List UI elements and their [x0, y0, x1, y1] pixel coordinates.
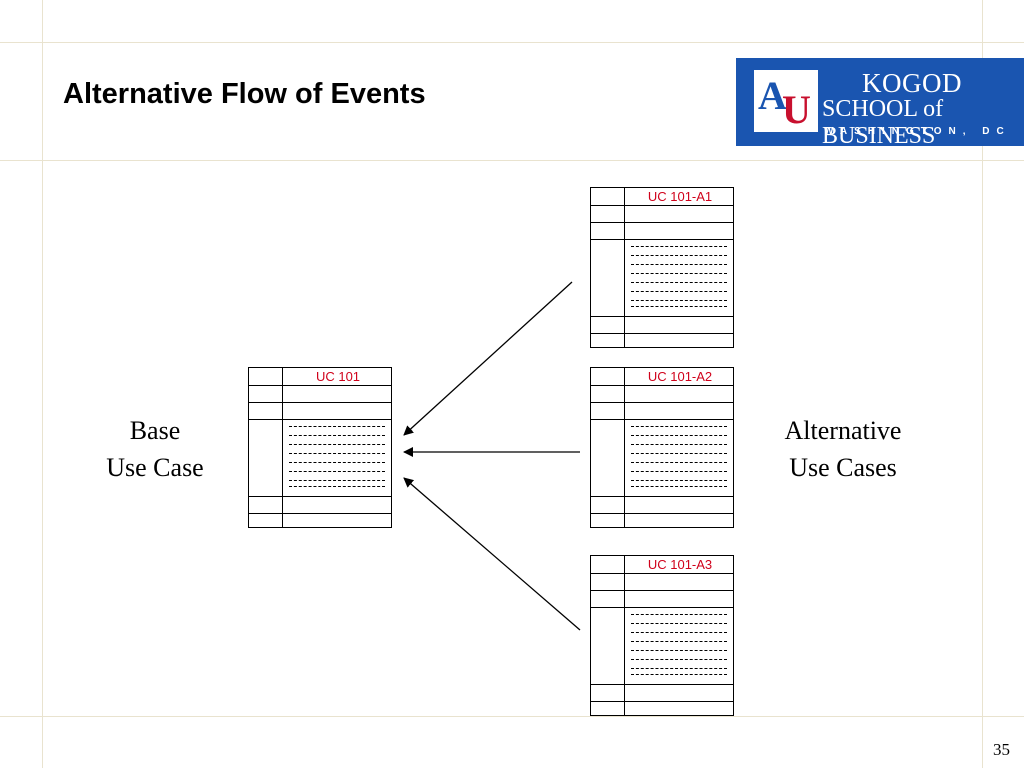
- logo-line-1: KOGOD: [862, 68, 962, 98]
- base-use-case-label: Base Use Case: [106, 416, 204, 482]
- uc-placeholder-line: [631, 435, 727, 436]
- uc-row-divider: [249, 419, 391, 420]
- arrow-a3-to-base: [403, 477, 581, 631]
- uc-placeholder-line: [631, 632, 727, 633]
- uc-placeholder-line: [631, 641, 727, 642]
- uc-placeholder-line: [631, 246, 727, 247]
- arrow-a1-to-base: [403, 281, 573, 436]
- uc-row-divider: [591, 496, 733, 497]
- uc-row-divider: [591, 239, 733, 240]
- uc-row-divider: [591, 316, 733, 317]
- uc-title: UC 101-A2: [647, 369, 713, 384]
- uc-form-a3: UC 101-A3: [590, 555, 734, 716]
- uc-placeholder-line: [631, 486, 727, 487]
- uc-row-divider: [591, 385, 733, 386]
- uc-column-divider: [624, 188, 625, 347]
- kogod-logo: A U KOGOD SCHOOL of BUSINESS WASHINGTON,…: [736, 58, 1024, 149]
- uc-placeholder-line: [631, 668, 727, 669]
- uc-placeholder-line: [631, 462, 727, 463]
- uc-column-divider: [624, 556, 625, 715]
- uc-row-divider: [249, 402, 391, 403]
- slide-title: Alternative Flow of Events: [63, 78, 426, 110]
- uc-column-divider: [624, 368, 625, 527]
- uc-title: UC 101-A3: [647, 557, 713, 572]
- uc-row-divider: [249, 496, 391, 497]
- uc-row-divider: [591, 222, 733, 223]
- uc-row-divider: [591, 684, 733, 685]
- uc-placeholder-line: [631, 674, 727, 675]
- logo-line-3: WASHINGTON, DC: [824, 126, 1011, 137]
- uc-placeholder-line: [289, 471, 385, 472]
- uc-placeholder-line: [631, 282, 727, 283]
- uc-title: UC 101: [315, 369, 361, 384]
- uc-placeholder-line: [631, 291, 727, 292]
- uc-row-divider: [591, 701, 733, 702]
- uc-placeholder-line: [289, 453, 385, 454]
- guide-line: [0, 716, 1024, 717]
- uc-placeholder-line: [631, 659, 727, 660]
- uc-placeholder-line: [289, 426, 385, 427]
- uc-row-divider: [249, 385, 391, 386]
- page-number: 35: [993, 740, 1010, 759]
- uc-placeholder-line: [631, 480, 727, 481]
- alternative-use-cases-label: Alternative Use Cases: [784, 416, 902, 482]
- logo-line-2: SCHOOL of BUSINESS: [822, 96, 944, 149]
- uc-row-divider: [591, 333, 733, 334]
- uc-placeholder-line: [631, 444, 727, 445]
- guide-line: [0, 42, 1024, 43]
- uc-placeholder-line: [631, 300, 727, 301]
- uc-placeholder-line: [631, 264, 727, 265]
- uc-row-divider: [591, 419, 733, 420]
- guide-line: [0, 160, 1024, 161]
- uc-placeholder-line: [631, 623, 727, 624]
- uc-placeholder-line: [289, 435, 385, 436]
- uc-title: UC 101-A1: [647, 189, 713, 204]
- uc-placeholder-line: [631, 273, 727, 274]
- uc-placeholder-line: [631, 614, 727, 615]
- uc-placeholder-line: [289, 486, 385, 487]
- guide-line: [982, 0, 983, 768]
- uc-placeholder-line: [631, 426, 727, 427]
- uc-placeholder-line: [631, 650, 727, 651]
- guide-line: [42, 0, 43, 768]
- uc-row-divider: [591, 607, 733, 608]
- uc-form-base: UC 101: [248, 367, 392, 528]
- uc-placeholder-line: [631, 471, 727, 472]
- uc-placeholder-line: [631, 306, 727, 307]
- uc-placeholder-line: [631, 453, 727, 454]
- uc-row-divider: [591, 573, 733, 574]
- uc-form-a2: UC 101-A2: [590, 367, 734, 528]
- uc-row-divider: [591, 205, 733, 206]
- uc-placeholder-line: [289, 462, 385, 463]
- uc-placeholder-line: [631, 255, 727, 256]
- uc-row-divider: [591, 590, 733, 591]
- uc-row-divider: [249, 513, 391, 514]
- uc-placeholder-line: [289, 480, 385, 481]
- uc-placeholder-line: [289, 444, 385, 445]
- uc-column-divider: [282, 368, 283, 527]
- au-logo-mark: A U: [754, 70, 818, 132]
- uc-row-divider: [591, 513, 733, 514]
- uc-row-divider: [591, 402, 733, 403]
- uc-form-a1: UC 101-A1: [590, 187, 734, 348]
